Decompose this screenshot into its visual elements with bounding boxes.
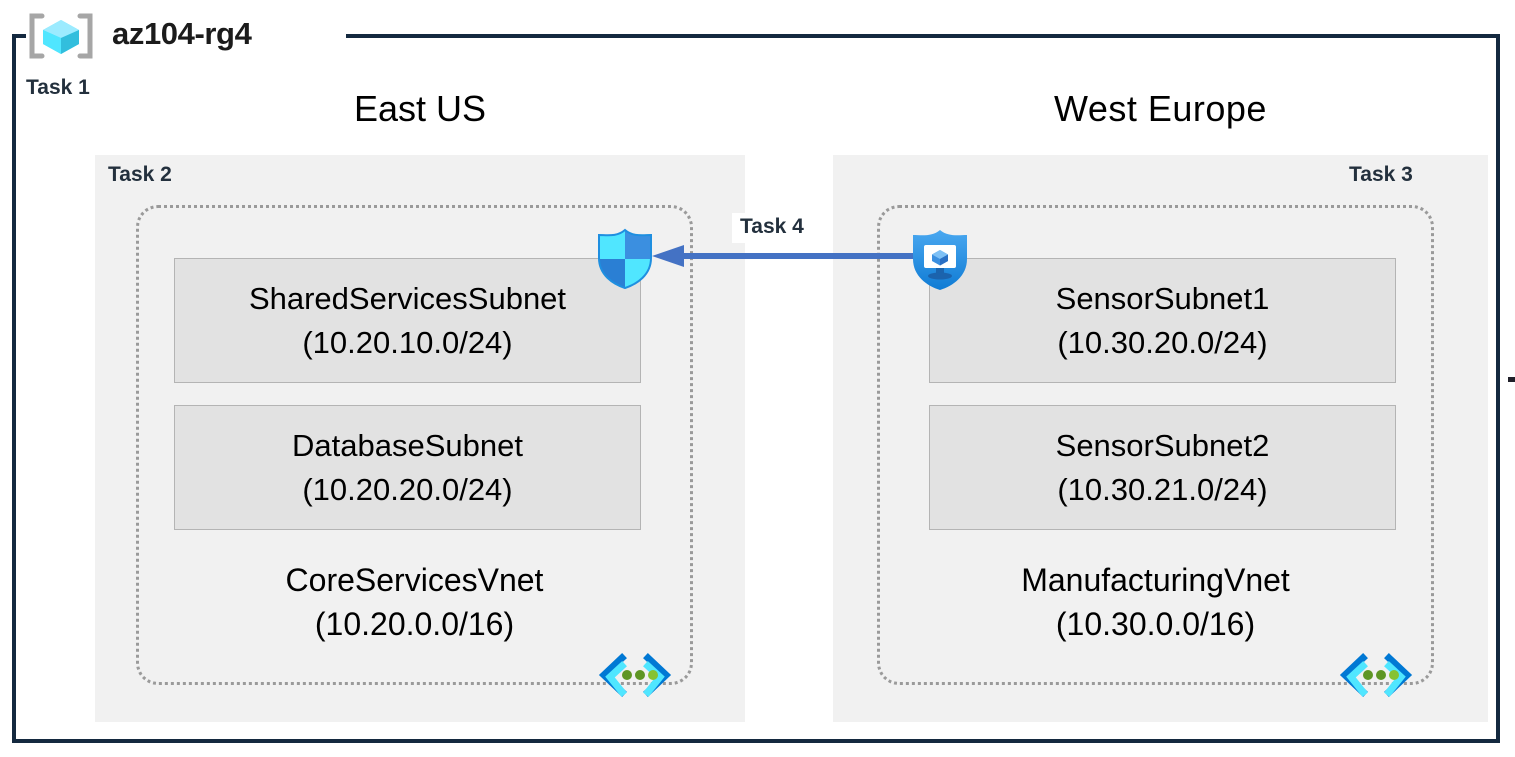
subnet-sensor-2: SensorSubnet2 (10.30.21.0/24) [929,405,1396,530]
vnet-icon [1337,652,1415,698]
subnet-database-cidr: (10.20.20.0/24) [302,471,513,507]
subnet-sensor-1: SensorSubnet1 (10.30.20.0/24) [929,258,1396,383]
vnet-core-services-caption: CoreServicesVnet (10.20.0.0/16) [139,558,690,646]
resource-group-title-backdrop [26,16,346,56]
subnet-database: DatabaseSubnet (10.20.20.0/24) [174,405,641,530]
vnet-manufacturing-caption: ManufacturingVnet (10.30.0.0/16) [880,558,1431,646]
subnet-sensor-1-cidr: (10.30.20.0/24) [1057,324,1268,360]
vnet-manufacturing: ManufacturingVnet (10.30.0.0/16) [877,205,1434,697]
vnet-icon [596,652,674,698]
region-title-east-us: East US [353,88,487,129]
subnet-database-name: DatabaseSubnet [292,427,523,463]
subnet-shared-services-cidr: (10.20.10.0/24) [302,324,513,360]
defender-monitor-shield-icon [909,228,971,292]
task-4-label: Task 4 [732,213,812,243]
resource-group-frame [12,34,1500,743]
task-2-label: Task 2 [108,163,172,186]
vnet-manufacturing-name: ManufacturingVnet [1021,562,1290,598]
vnet-core-services-name: CoreServicesVnet [285,562,544,598]
subnet-shared-services-name: SharedServicesSubnet [248,280,567,316]
peering-arrow-icon [650,240,920,272]
subnet-sensor-2-name: SensorSubnet2 [1055,427,1270,463]
subnet-shared-services: SharedServicesSubnet (10.20.10.0/24) [174,258,641,383]
region-title-west-europe: West Europe [1054,88,1267,129]
resource-group-title: az104-rg4 [112,16,252,51]
resource-group-cube-icon [26,12,96,60]
vnet-core-services-cidr: (10.20.0.0/16) [314,606,515,642]
network-security-group-shield-icon [595,228,655,290]
vnet-core-services: CoreServicesVnet (10.20.0.0/16) [136,205,693,697]
edge-artifact-dash [1508,377,1515,382]
subnet-sensor-2-cidr: (10.30.21.0/24) [1057,471,1268,507]
task-3-label: Task 3 [1349,163,1413,186]
task-1-label: Task 1 [26,76,90,99]
vnet-manufacturing-cidr: (10.30.0.0/16) [1055,606,1256,642]
subnet-sensor-1-name: SensorSubnet1 [1055,280,1270,316]
